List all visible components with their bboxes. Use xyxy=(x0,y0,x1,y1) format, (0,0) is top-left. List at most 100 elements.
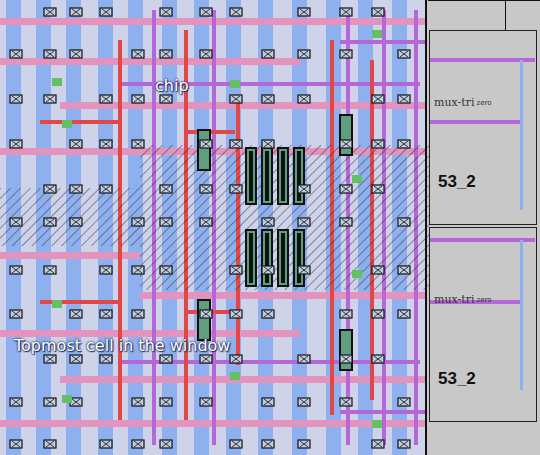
contact xyxy=(298,95,310,103)
contact xyxy=(100,310,112,318)
contact xyxy=(70,355,82,363)
contact-cross xyxy=(400,141,408,147)
contact-cross xyxy=(264,219,272,225)
cell-wire xyxy=(520,60,523,210)
contact-cross xyxy=(134,441,142,447)
contact xyxy=(372,355,384,363)
contact xyxy=(132,440,144,448)
contact-cross xyxy=(46,356,54,362)
contact-cross xyxy=(342,219,350,225)
contact-cross xyxy=(264,51,272,57)
contact-cross xyxy=(12,219,20,225)
contact-cross xyxy=(46,219,54,225)
contact-cross xyxy=(342,399,350,405)
contact xyxy=(200,398,212,406)
contact xyxy=(160,50,172,58)
contact-cross xyxy=(12,267,20,273)
contact xyxy=(340,355,352,363)
contact xyxy=(230,185,242,193)
contact-cross xyxy=(342,186,350,192)
contact xyxy=(340,218,352,226)
panel-line xyxy=(428,0,540,1)
contact xyxy=(398,218,410,226)
metal3-line xyxy=(340,40,425,44)
contact-cross xyxy=(134,141,142,147)
contact xyxy=(10,140,22,148)
cell-name: zero xyxy=(476,100,491,108)
contact-cross xyxy=(102,311,110,317)
contact-cross xyxy=(162,219,170,225)
contact xyxy=(340,310,352,318)
gate-core xyxy=(281,151,285,201)
contact xyxy=(298,266,310,274)
contact-group xyxy=(10,8,410,448)
contact-cross xyxy=(400,51,408,57)
contact xyxy=(10,398,22,406)
contact-cross xyxy=(72,219,80,225)
contact-cross xyxy=(374,186,382,192)
gate-column xyxy=(294,230,304,286)
contact xyxy=(372,95,384,103)
contact xyxy=(230,140,242,148)
contact xyxy=(44,95,56,103)
metal2-bar xyxy=(0,330,300,337)
contact-cross xyxy=(134,267,142,273)
contact-cross xyxy=(300,267,308,273)
contact xyxy=(298,440,310,448)
contact-cross xyxy=(102,9,110,15)
via-square xyxy=(352,175,362,183)
contact xyxy=(200,355,212,363)
contact-cross xyxy=(134,51,142,57)
cell-wire xyxy=(430,58,535,62)
gate-core xyxy=(249,233,253,283)
contact-cross xyxy=(72,311,80,317)
via-square xyxy=(52,78,62,86)
gate-core xyxy=(265,233,269,283)
contact-cross xyxy=(46,186,54,192)
contact-cross xyxy=(162,186,170,192)
contact-cross xyxy=(232,9,240,15)
contact xyxy=(340,185,352,193)
contact-cross xyxy=(342,51,350,57)
contact xyxy=(398,266,410,274)
contact-cross xyxy=(342,311,350,317)
gate-column xyxy=(246,230,256,286)
contact-cross xyxy=(232,267,240,273)
via-square xyxy=(52,300,62,308)
contact-cross xyxy=(400,441,408,447)
contact xyxy=(70,50,82,58)
contact-cross xyxy=(162,96,170,102)
contact-cross xyxy=(72,186,80,192)
contact xyxy=(132,218,144,226)
contact xyxy=(340,398,352,406)
contact-cross xyxy=(300,356,308,362)
annotation-label: Topmost cell in the window xyxy=(14,336,230,355)
contact-cross xyxy=(300,399,308,405)
contact xyxy=(100,140,112,148)
contact-cross xyxy=(12,441,20,447)
contact xyxy=(230,95,242,103)
contact-cross xyxy=(202,186,210,192)
contact-cross xyxy=(264,141,272,147)
contact xyxy=(70,8,82,16)
contact-cross xyxy=(342,141,350,147)
metal2-bar xyxy=(0,58,300,65)
contact-cross xyxy=(232,186,240,192)
cell-wire xyxy=(430,120,520,124)
contact xyxy=(200,50,212,58)
contact xyxy=(230,8,242,16)
contact-cross xyxy=(72,399,80,405)
contact xyxy=(70,310,82,318)
contact-cross xyxy=(12,96,20,102)
via-square xyxy=(372,420,382,428)
contact-cross xyxy=(102,186,110,192)
gate-column xyxy=(262,230,272,286)
contact xyxy=(100,440,112,448)
contact xyxy=(372,8,384,16)
contact-cross xyxy=(46,51,54,57)
contact xyxy=(132,95,144,103)
contact xyxy=(44,185,56,193)
contact-cross xyxy=(400,399,408,405)
contact xyxy=(44,355,56,363)
contact-cross xyxy=(134,219,142,225)
